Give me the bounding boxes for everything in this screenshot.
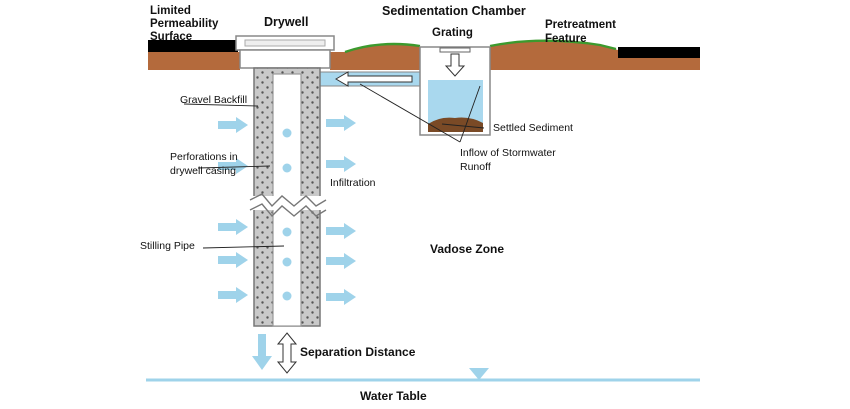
label-sedimentation-chamber: Sedimentation Chamber [382, 4, 526, 18]
water-table [146, 368, 700, 382]
infiltration-arrow-down [252, 334, 272, 370]
drywell-cap [235, 35, 335, 69]
label-infiltration: Infiltration [330, 177, 376, 189]
grating-arrow [444, 53, 466, 77]
infiltration-arrow-right [326, 289, 356, 305]
perforations [282, 128, 292, 301]
infiltration-arrow-right [326, 115, 356, 131]
label-inflow-1: Inflow of Stormwater [460, 147, 556, 159]
label-limited-surface-2: Permeability [150, 18, 219, 30]
leader-lines [183, 83, 485, 249]
inflow-arrow [335, 71, 413, 87]
infiltration-arrow-left [218, 252, 248, 268]
perforation-hole [282, 257, 292, 267]
label-vadose-zone: Vadose Zone [430, 242, 504, 256]
label-pretreatment-2: Feature [545, 33, 587, 45]
infiltration-arrow-left [218, 117, 248, 133]
perforation-hole [282, 128, 292, 138]
perforation-hole [282, 227, 292, 237]
label-inflow-2: Runoff [460, 161, 491, 173]
grass-line [344, 39, 617, 54]
label-pretreatment-1: Pretreatment [545, 19, 616, 31]
separation-distance-arrow [276, 332, 298, 374]
pavement-right [618, 47, 700, 58]
infiltration-arrow-right [326, 253, 356, 269]
infiltration-arrow-right [326, 223, 356, 239]
perforation-hole [282, 163, 292, 173]
label-separation-distance: Separation Distance [300, 345, 416, 359]
infiltration-arrow-left [218, 158, 248, 174]
label-water-table: Water Table [360, 389, 427, 403]
infiltration-arrow-left [218, 287, 248, 303]
label-limited-surface-3: Surface [150, 31, 192, 43]
infiltration-arrows [218, 115, 356, 370]
infiltration-arrow-right [326, 156, 356, 172]
label-gravel-backfill: Gravel Backfill [180, 94, 247, 106]
label-perforations-1: Perforations in [170, 151, 238, 163]
label-perforations-2: drywell casing [170, 165, 236, 177]
infiltration-arrow-left [218, 219, 248, 235]
break-marks [249, 193, 327, 218]
water-table-marker [469, 368, 489, 380]
label-stilling-pipe: Stilling Pipe [140, 240, 195, 252]
label-grating: Grating [432, 27, 473, 39]
perforation-hole [282, 291, 292, 301]
label-drywell: Drywell [264, 15, 308, 29]
label-settled-sediment: Settled Sediment [493, 122, 573, 134]
soil-layer [148, 40, 700, 70]
settled-sediment-pile [428, 117, 483, 132]
pavement-left [148, 40, 238, 52]
ground-surface [148, 39, 700, 70]
label-limited-surface-1: Limited [150, 5, 191, 17]
